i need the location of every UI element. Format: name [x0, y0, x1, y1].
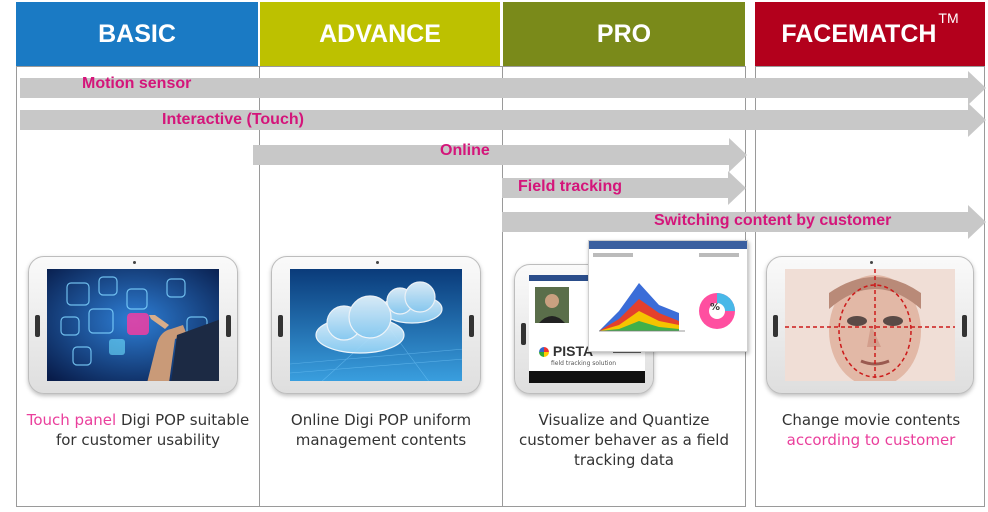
trademark-mark: TM	[938, 10, 959, 26]
arrow-field-tracking	[502, 171, 746, 205]
side-button	[35, 315, 40, 337]
side-button	[521, 323, 526, 345]
description-facematch-highlight: according to customer	[786, 431, 956, 449]
side-button	[469, 315, 474, 337]
header-advance-label: ADVANCE	[319, 19, 441, 48]
pista-subtitle: field tracking solution	[551, 360, 617, 367]
side-button	[226, 315, 231, 337]
side-button	[278, 315, 283, 337]
arrow-switching	[502, 205, 986, 239]
description-basic-highlight: Touch panel	[26, 411, 117, 429]
label-interactive: Interactive (Touch)	[162, 111, 304, 128]
header-advance: ADVANCE	[260, 2, 500, 66]
label-online: Online	[440, 142, 490, 159]
pista-logo: PISTA	[539, 343, 593, 359]
column-facematch	[755, 66, 985, 507]
percent-label: %	[710, 302, 721, 313]
tablet-facematch	[766, 256, 974, 394]
camera-dot	[870, 261, 873, 264]
header-pro: PRO	[503, 2, 745, 66]
face-recognition-image	[785, 269, 955, 381]
side-button	[773, 315, 778, 337]
header-facematch-label: FACEMATCH	[781, 19, 937, 48]
header-pro-label: PRO	[596, 19, 652, 48]
description-basic-text: Digi POP suitable for customer usability	[55, 411, 250, 449]
pista-logo-icon	[539, 347, 549, 358]
description-basic: Touch panel Digi POP suitable for custom…	[22, 410, 254, 450]
label-field-tracking: Field tracking	[518, 178, 623, 195]
side-button	[962, 315, 967, 337]
analytics-panel: %	[588, 240, 748, 352]
label-motion-sensor: Motion sensor	[82, 75, 192, 92]
label-switching: Switching content by customer	[654, 212, 892, 229]
description-facematch-text: Change movie contents	[781, 411, 961, 429]
header-basic: BASIC	[16, 2, 258, 66]
header-basic-label: BASIC	[98, 19, 176, 48]
tablet-basic	[28, 256, 238, 394]
description-advance: Online Digi POP uniform management conte…	[290, 411, 472, 449]
camera-dot	[133, 261, 136, 264]
arrow-online	[253, 138, 747, 172]
camera-dot	[376, 261, 379, 264]
arrow-interactive	[20, 103, 986, 137]
pista-brand: PISTA	[552, 343, 594, 359]
tablet-advance	[271, 256, 481, 394]
cloud-image	[290, 269, 462, 381]
description-pro: Visualize and Quantize customer behaver …	[519, 411, 729, 469]
touch-panel-image	[47, 269, 219, 381]
arrow-motion-sensor	[20, 71, 986, 105]
description-facematch: Change movie contents according to custo…	[762, 410, 980, 450]
